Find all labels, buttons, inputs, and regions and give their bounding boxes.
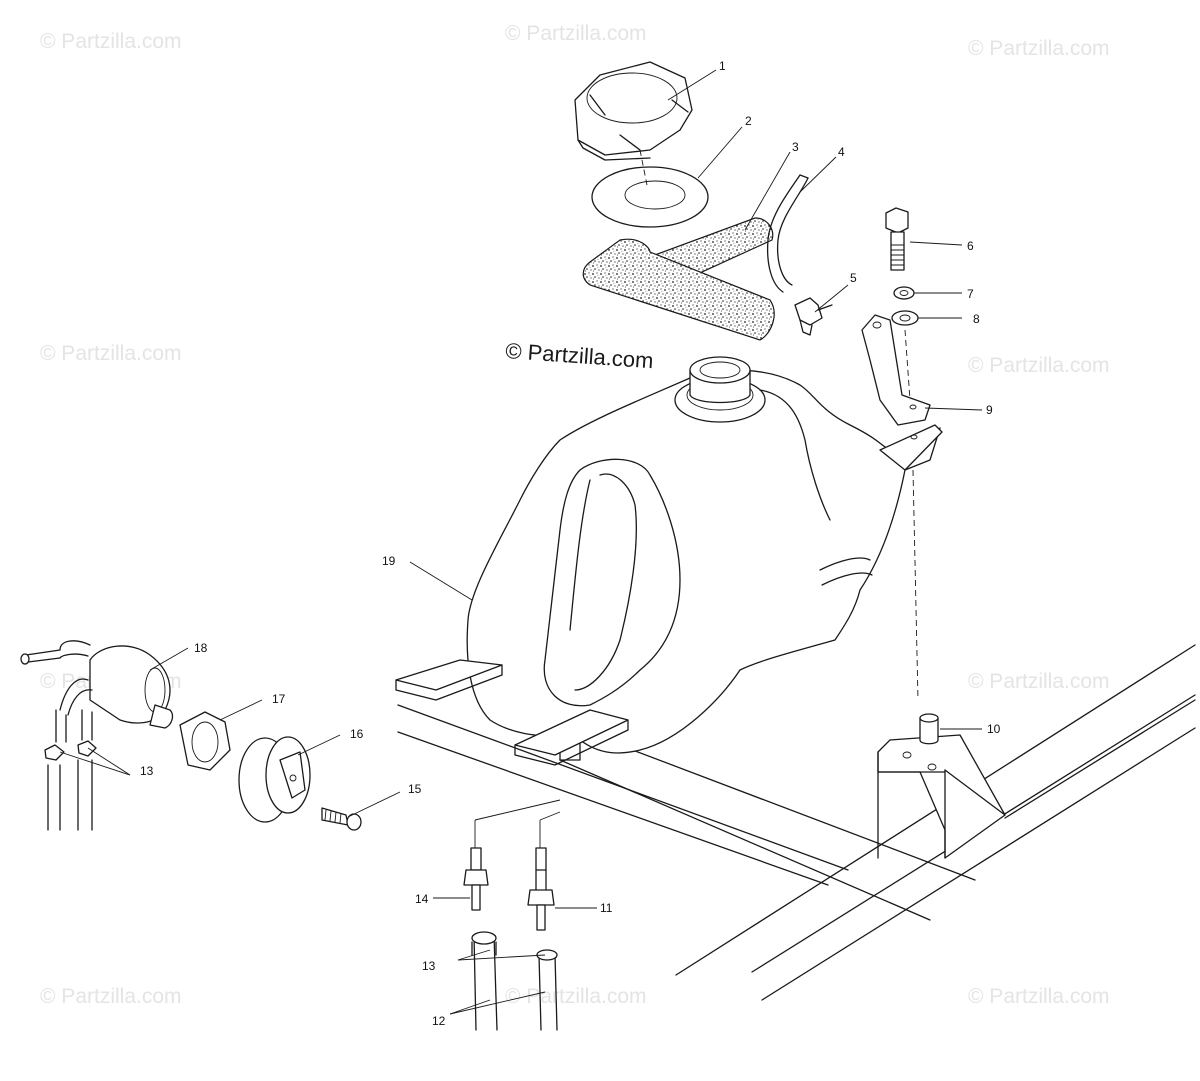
fuel-cap bbox=[574, 61, 693, 161]
petcock bbox=[238, 736, 311, 823]
watermark: © Partzilla.com bbox=[40, 342, 182, 365]
callout-15: 15 bbox=[408, 782, 422, 796]
watermark: © Partzilla.com bbox=[968, 985, 1110, 1008]
watermark: © Partzilla.com bbox=[40, 30, 182, 53]
bracket bbox=[861, 314, 931, 426]
watermark: © Partzilla.com bbox=[968, 354, 1110, 377]
callout-8: 8 bbox=[973, 312, 980, 326]
spacer bbox=[919, 713, 939, 745]
axis-lines bbox=[474, 149, 919, 850]
frame-bracket bbox=[877, 734, 1006, 859]
foam-pads bbox=[582, 217, 775, 341]
callout-19: 19 bbox=[382, 554, 396, 568]
washers bbox=[891, 286, 919, 326]
callout-13: 13 bbox=[422, 959, 436, 973]
gasket bbox=[591, 166, 709, 228]
hex-nut bbox=[179, 711, 231, 771]
hoses-bottom bbox=[471, 931, 558, 1031]
watermark: © Partzilla.com bbox=[968, 37, 1110, 60]
callout-1: 1 bbox=[719, 59, 726, 73]
watermark-primary: © Partzilla.com bbox=[505, 338, 655, 373]
screw bbox=[321, 807, 362, 831]
callouts: 1 2 3 4 5 6 7 8 9 10 11 12 13 13 14 15 1… bbox=[140, 59, 1001, 1028]
callout-10: 10 bbox=[987, 722, 1001, 736]
frame-rails bbox=[397, 644, 1196, 1001]
callout-13: 13 bbox=[140, 764, 154, 778]
callout-17: 17 bbox=[272, 692, 286, 706]
callout-16: 16 bbox=[350, 727, 364, 741]
bolt bbox=[885, 207, 909, 271]
callout-12: 12 bbox=[432, 1014, 446, 1028]
callout-11: 11 bbox=[600, 901, 613, 915]
watermark: © Partzilla.com bbox=[40, 985, 182, 1008]
fitting-11 bbox=[527, 847, 555, 931]
fuel-tank bbox=[395, 356, 943, 766]
callout-18: 18 bbox=[194, 641, 208, 655]
hoses-left bbox=[44, 709, 97, 831]
callout-9: 9 bbox=[986, 403, 993, 417]
fuel-filter bbox=[20, 640, 174, 729]
callout-2: 2 bbox=[745, 114, 752, 128]
callout-4: 4 bbox=[838, 145, 845, 159]
fitting-14 bbox=[463, 847, 489, 911]
callout-5: 5 bbox=[850, 271, 857, 285]
callout-14: 14 bbox=[415, 892, 429, 906]
callout-7: 7 bbox=[967, 287, 974, 301]
callout-6: 6 bbox=[967, 239, 974, 253]
watermark: © Partzilla.com bbox=[968, 670, 1110, 693]
callout-3: 3 bbox=[792, 140, 799, 154]
vent-fitting bbox=[794, 297, 833, 336]
watermark: © Partzilla.com bbox=[505, 22, 647, 45]
leader-lines bbox=[59, 69, 983, 1015]
vent-hose bbox=[766, 174, 809, 293]
